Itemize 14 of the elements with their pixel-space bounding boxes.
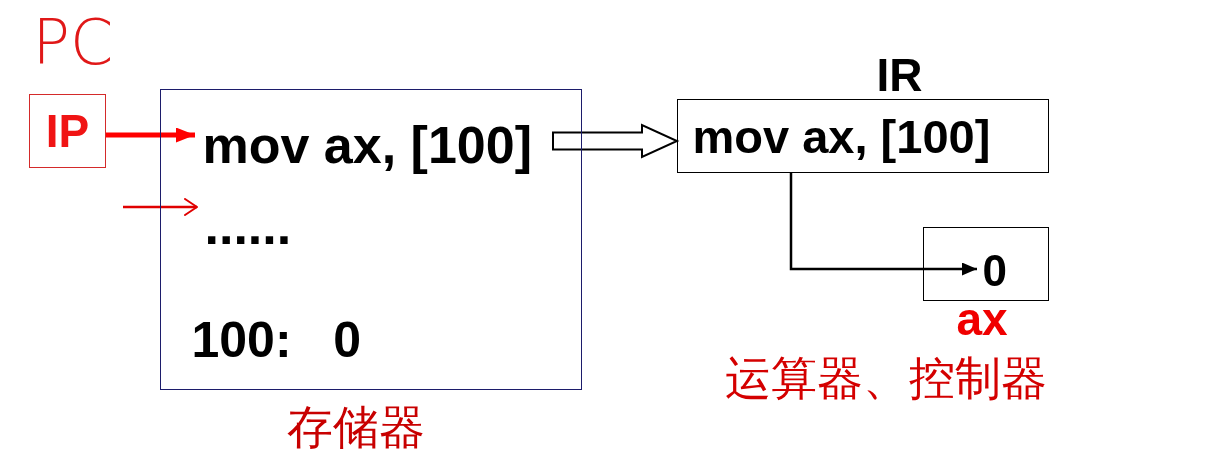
hand-drawn-arrow (123, 198, 198, 216)
handwritten-note: PC (32, 11, 114, 74)
register-name: ax (956, 300, 1008, 337)
instruction-text: mov ax, [100] (194, 116, 553, 173)
unit-caption: 运算器、控制器 (725, 355, 1047, 401)
register-name: IR (876, 51, 923, 98)
ellipsis-text: ...... (196, 199, 307, 252)
register-label: IP (45, 108, 90, 154)
register-value: 0 (976, 248, 1013, 293)
arrow (106, 127, 195, 143)
block-arrow (552, 123, 680, 159)
memory-caption: 存储器 (286, 403, 425, 450)
memory-entry: 100: 0 (183, 311, 384, 368)
elbow-arrow (789, 173, 977, 276)
